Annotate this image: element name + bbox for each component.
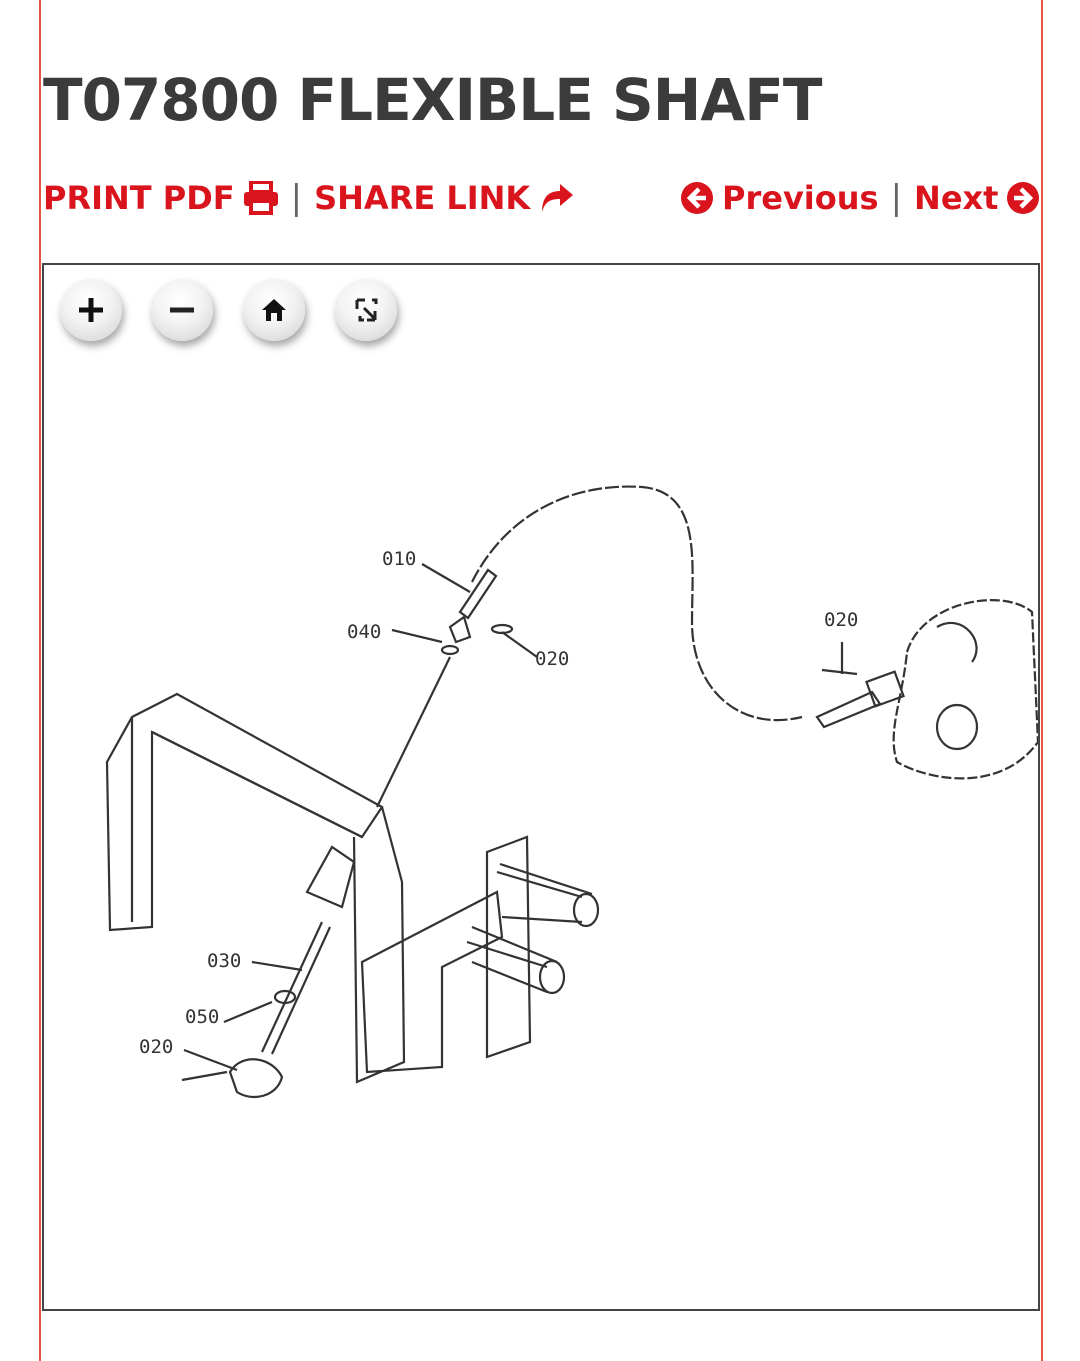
share-link[interactable]: SHARE LINK <box>314 179 574 217</box>
share-link-label: SHARE LINK <box>314 179 531 217</box>
home-icon <box>262 299 286 321</box>
previous-label: Previous <box>722 179 879 217</box>
printer-icon <box>243 181 278 215</box>
page-title: T07800 FLEXIBLE SHAFT <box>43 66 822 134</box>
left-page-border <box>39 0 41 1361</box>
home-button[interactable] <box>243 279 305 341</box>
flexible-shaft-diagram: 010 040 020 020 030 050 020 <box>105 485 1038 1099</box>
zoom-in-button[interactable] <box>60 279 122 341</box>
next-label: Next <box>914 179 999 217</box>
plus-icon <box>79 298 103 322</box>
arrow-left-circle-icon <box>681 182 713 214</box>
callout-050[interactable]: 050 <box>185 1006 219 1028</box>
callout-020-lower[interactable]: 020 <box>139 1036 173 1058</box>
separator: | <box>290 178 303 218</box>
pagination: Previous | Next <box>680 178 1040 218</box>
callout-020-upper[interactable]: 020 <box>535 648 569 670</box>
previous-link[interactable]: Previous <box>680 179 879 217</box>
print-pdf-label: PRINT PDF <box>43 179 235 217</box>
callout-040[interactable]: 040 <box>347 621 381 643</box>
callout-010[interactable]: 010 <box>382 548 416 570</box>
share-actions: PRINT PDF | SHARE LINK <box>43 178 574 218</box>
print-pdf-link[interactable]: PRINT PDF <box>43 179 279 217</box>
arrow-right-circle-icon <box>1007 182 1040 214</box>
zoom-out-button[interactable] <box>151 279 213 341</box>
parts-diagram-viewer[interactable]: 010 040 020 020 030 050 020 <box>42 263 1040 1311</box>
minus-icon <box>170 307 194 313</box>
callout-030[interactable]: 030 <box>207 950 241 972</box>
fullscreen-button[interactable] <box>335 279 397 341</box>
callout-020-right[interactable]: 020 <box>824 609 858 631</box>
right-page-border <box>1041 0 1043 1361</box>
separator: | <box>890 178 903 218</box>
next-link[interactable]: Next <box>914 179 1040 217</box>
share-arrow-icon <box>542 184 574 212</box>
fullscreen-icon <box>355 298 378 322</box>
